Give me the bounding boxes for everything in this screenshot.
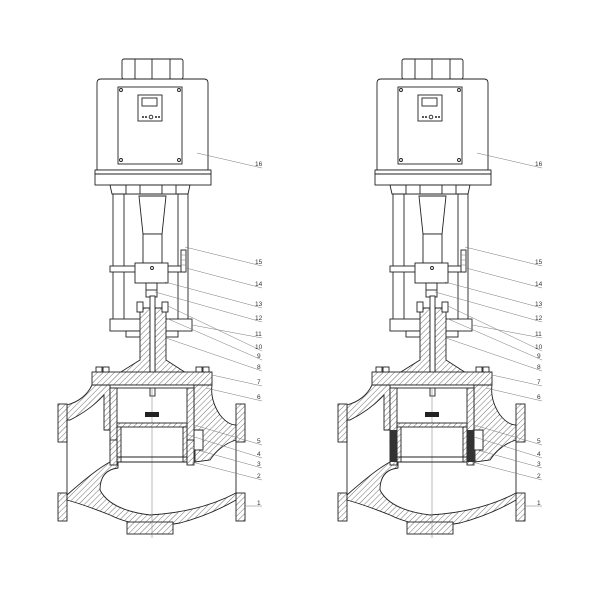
part-label-6: 6 xyxy=(257,394,261,401)
part-label-9: 9 xyxy=(257,353,261,360)
part-label-13: 13 xyxy=(255,301,263,308)
part-label-9: 9 xyxy=(537,353,541,360)
part-label-7: 7 xyxy=(537,379,541,386)
part-labels-left: 16 15 14 13 12 11 10 9 8 7 6 5 4 3 2 1 xyxy=(255,161,263,507)
part-label-15: 15 xyxy=(535,259,543,266)
part-label-3: 3 xyxy=(537,461,541,468)
part-label-13: 13 xyxy=(535,301,543,308)
part-label-16: 16 xyxy=(255,161,263,168)
left-valve-view: 16 15 14 13 12 11 10 9 8 7 6 5 4 3 2 1 xyxy=(57,58,263,539)
part-label-16: 16 xyxy=(535,161,543,168)
part-label-5: 5 xyxy=(257,438,261,445)
part-label-11: 11 xyxy=(255,331,262,338)
part-label-14: 14 xyxy=(255,281,263,288)
part-label-8: 8 xyxy=(537,364,541,371)
part-label-4: 4 xyxy=(257,451,261,458)
part-label-2: 2 xyxy=(537,473,541,480)
part-label-12: 12 xyxy=(255,315,263,322)
part-label-7: 7 xyxy=(257,379,261,386)
part-label-10: 10 xyxy=(255,344,263,351)
part-label-2: 2 xyxy=(257,473,261,480)
part-label-14: 14 xyxy=(535,281,543,288)
part-label-10: 10 xyxy=(535,344,543,351)
balanced-cage-seals xyxy=(390,430,474,462)
part-label-1: 1 xyxy=(257,500,261,507)
right-valve-view: 16 15 14 13 12 11 10 9 8 7 6 5 4 3 2 1 xyxy=(337,58,543,539)
part-label-15: 15 xyxy=(255,259,263,266)
part-label-3: 3 xyxy=(257,461,261,468)
part-labels-right: 16 15 14 13 12 11 10 9 8 7 6 5 4 3 2 1 xyxy=(535,161,543,507)
part-label-11: 11 xyxy=(535,331,542,338)
part-label-4: 4 xyxy=(537,451,541,458)
part-label-6: 6 xyxy=(537,394,541,401)
part-label-5: 5 xyxy=(537,438,541,445)
part-label-12: 12 xyxy=(535,315,543,322)
part-label-1: 1 xyxy=(537,500,541,507)
part-label-8: 8 xyxy=(257,364,261,371)
